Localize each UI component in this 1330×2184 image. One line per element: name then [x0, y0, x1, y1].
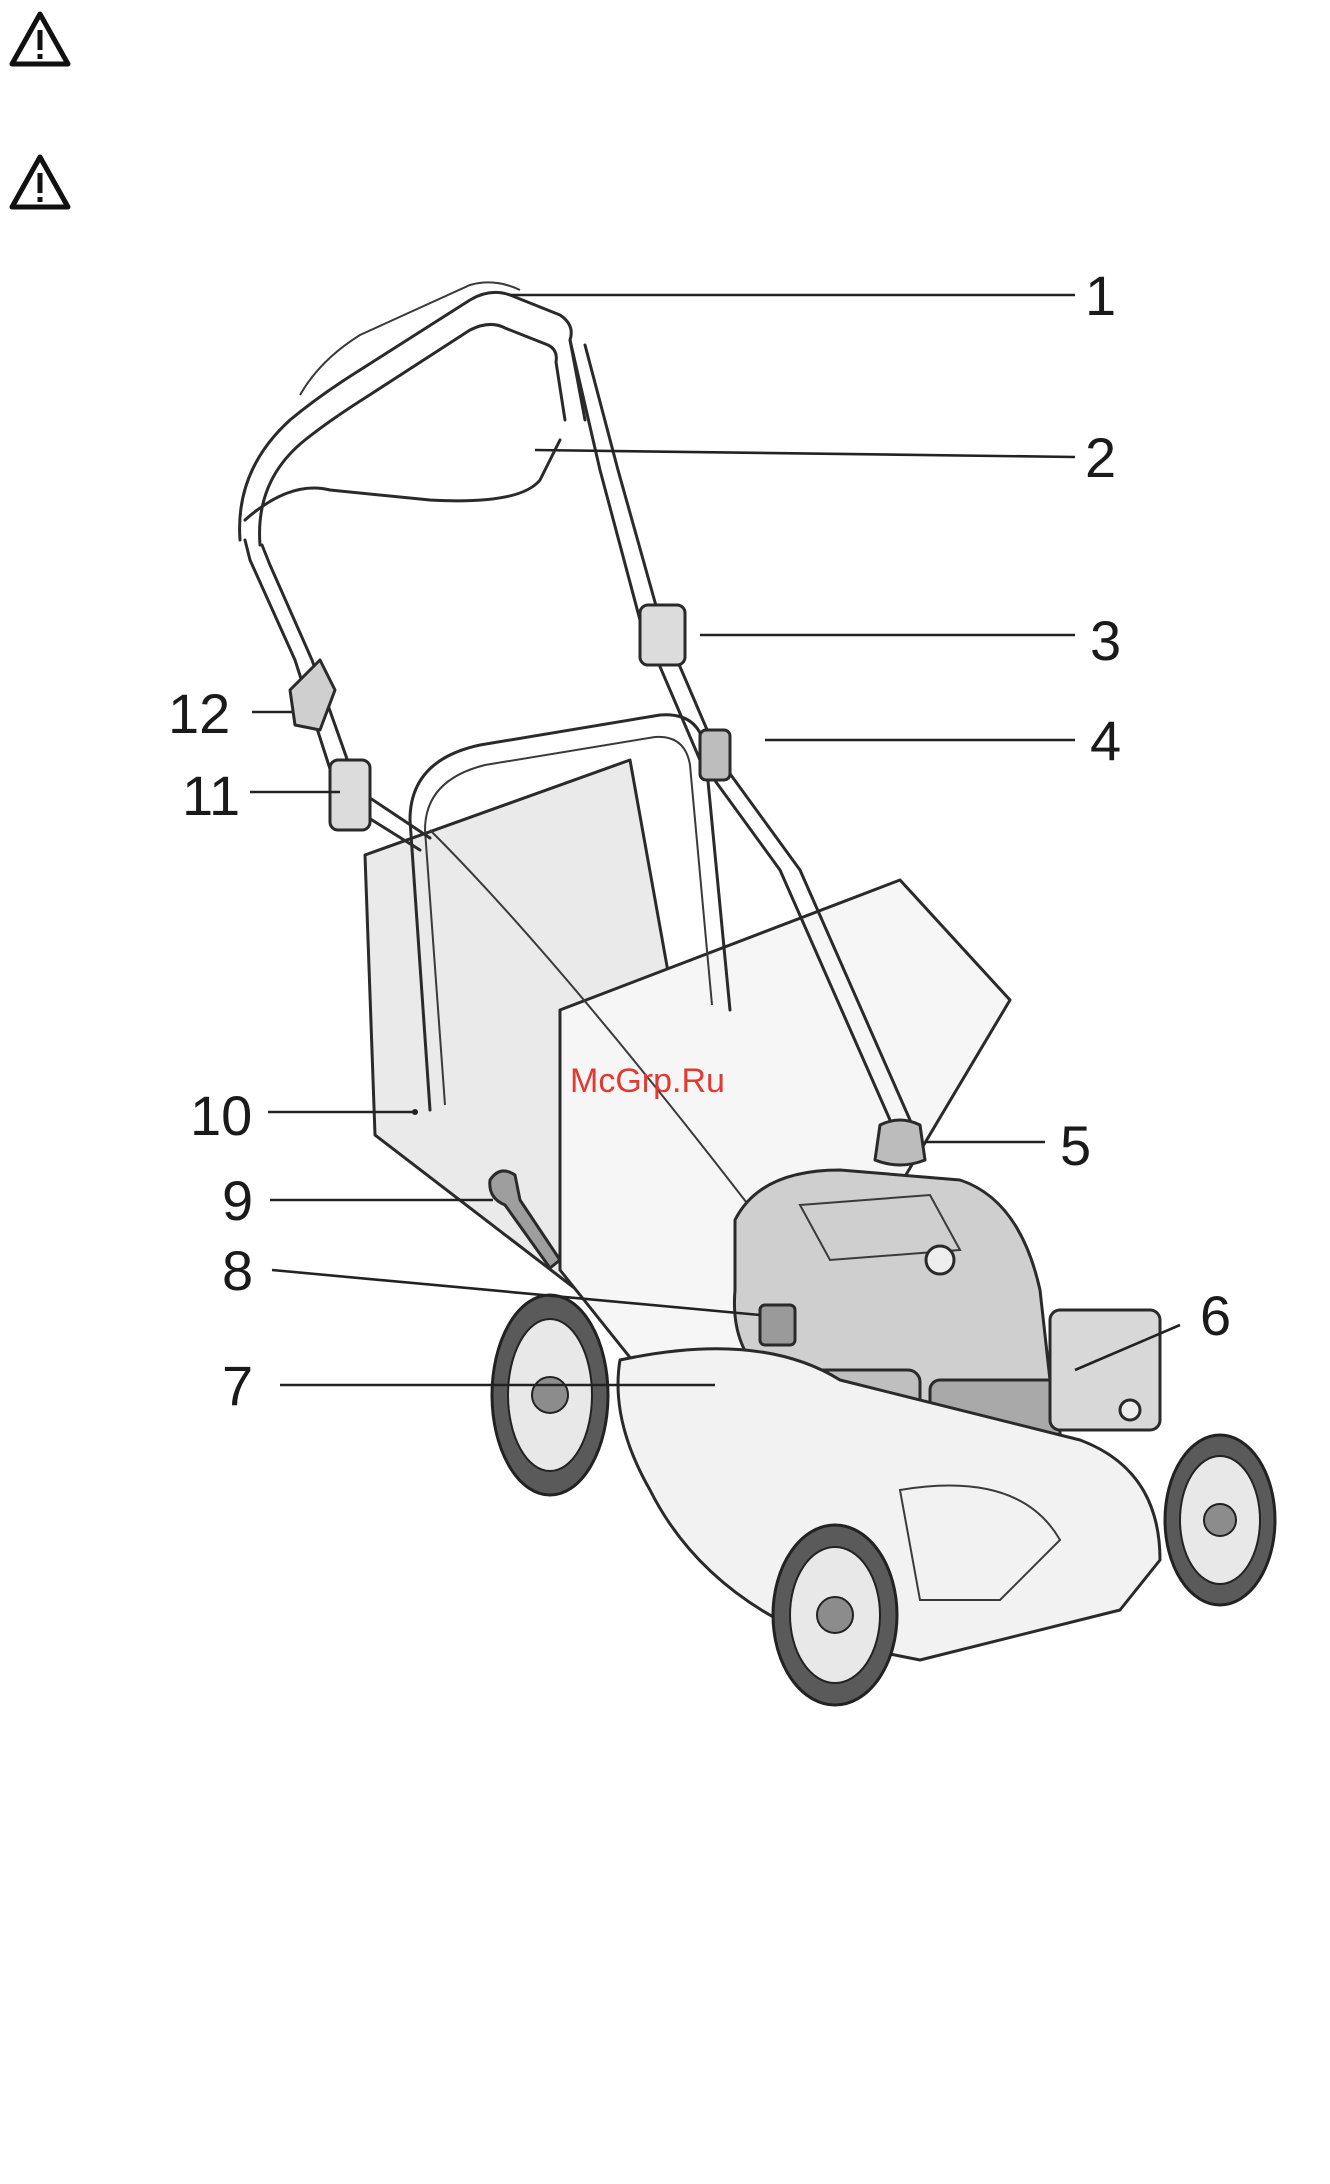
- callout-9: 9: [222, 1169, 253, 1232]
- callout-1: 1: [1085, 264, 1116, 327]
- lawnmower-illustration: [240, 282, 1275, 1705]
- callout-10: 10: [190, 1084, 252, 1147]
- upper-handle: [240, 292, 585, 540]
- callout-8: 8: [222, 1239, 253, 1302]
- leader-2: [535, 450, 1075, 457]
- callout-6: 6: [1200, 1284, 1231, 1347]
- oil-filler-cap: [875, 1120, 925, 1165]
- callout-5: 5: [1060, 1114, 1091, 1177]
- watermark-text: McGrp.Ru: [570, 1062, 725, 1100]
- cable-clip-left: [330, 760, 370, 830]
- front-wheel-right: [1165, 1435, 1275, 1605]
- mulching-plug-handle: [760, 1305, 795, 1345]
- callout-12: 12: [168, 682, 230, 745]
- rear-wheel-left: [492, 1295, 608, 1495]
- callout-2: 2: [1085, 426, 1116, 489]
- handle-knob-right: [700, 730, 730, 780]
- front-wheel-left: [773, 1525, 897, 1705]
- quick-release-lever-right: [640, 605, 685, 665]
- callout-7: 7: [222, 1354, 253, 1417]
- callout-11: 11: [182, 764, 240, 827]
- air-filter: [1050, 1310, 1160, 1430]
- callout-3: 3: [1090, 609, 1121, 672]
- warning-icon-top: [12, 14, 68, 64]
- callout-4: 4: [1090, 709, 1121, 772]
- engine-badge: [926, 1246, 954, 1274]
- drive-lever: [290, 660, 335, 730]
- warning-icon-bottom: [12, 157, 68, 207]
